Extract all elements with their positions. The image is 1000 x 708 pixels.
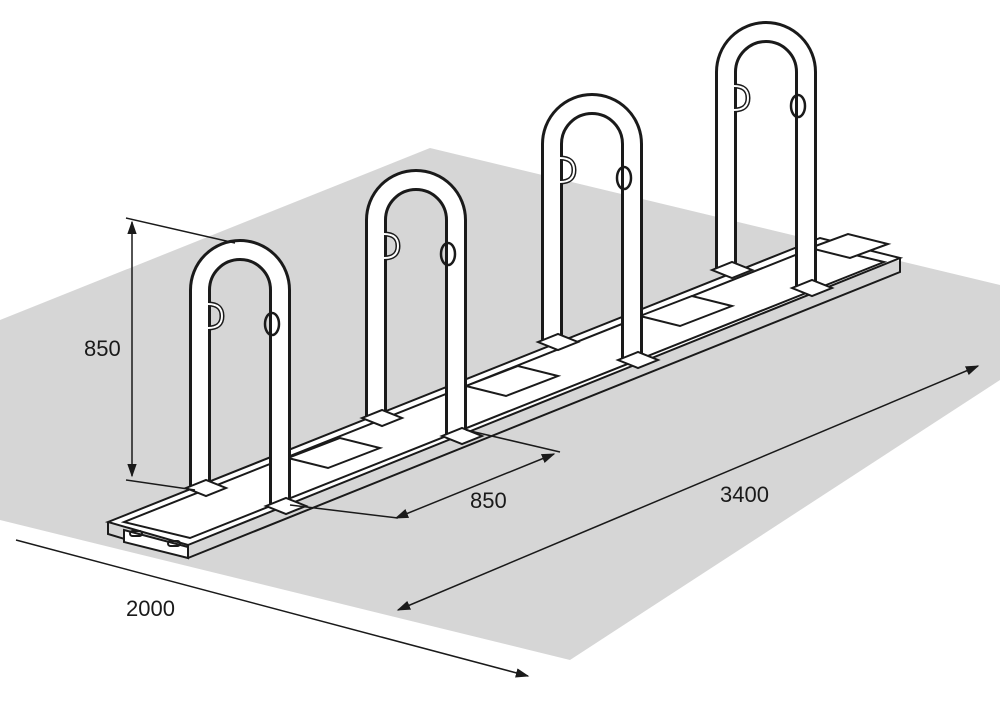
end-cap-holes [129,530,181,547]
height-label: 850 [84,336,121,361]
length-dimension [396,365,980,611]
width-label: 2000 [126,596,175,621]
spacing-label: 850 [470,488,507,513]
width-dimension [15,539,530,678]
length-label: 3400 [720,482,769,507]
height-dimension [125,217,236,491]
